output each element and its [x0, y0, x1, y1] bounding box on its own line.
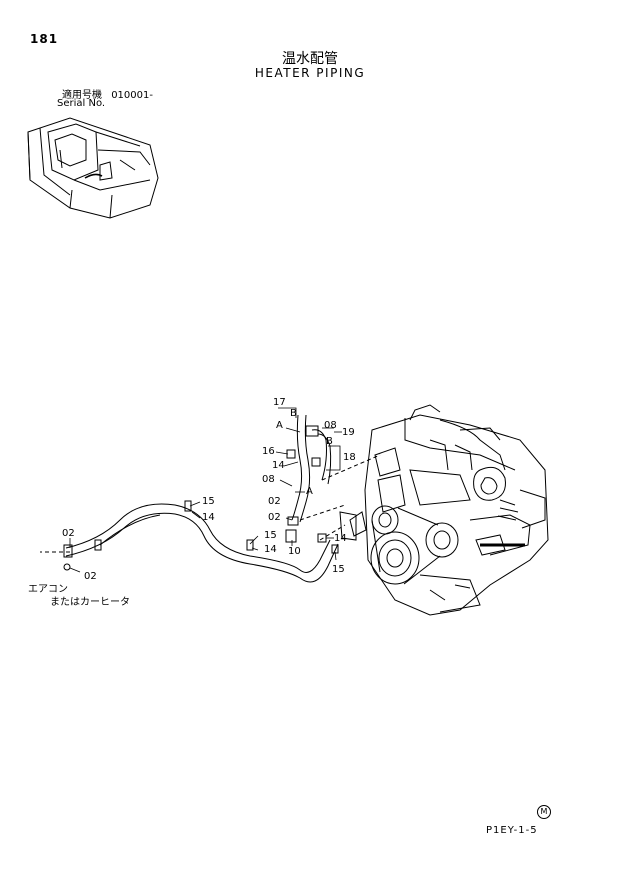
callout-18: 18	[343, 452, 356, 463]
callout-08-mid: 08	[262, 474, 275, 485]
note-aircon: エアコン	[28, 584, 68, 595]
title-english: HEATER PIPING	[254, 66, 366, 80]
serial-label-jp: 適用号機	[62, 90, 102, 101]
serial-applicability: 適用号機 010001-	[62, 86, 153, 101]
callout-15-bottom: 15	[332, 564, 345, 575]
excavator-thumbnail	[27, 117, 159, 219]
callout-16: 16	[262, 446, 275, 457]
callout-14-upper: 14	[272, 460, 285, 471]
callout-02-left: 02	[62, 528, 75, 539]
serial-value: 010001-	[111, 90, 153, 101]
callout-a-top: A	[276, 420, 283, 431]
note-car-heater: またはカーヒータ	[50, 597, 130, 608]
callout-b-top: B	[290, 408, 297, 419]
callout-15-upper: 15	[202, 496, 215, 507]
callout-08-top: 08	[324, 420, 337, 431]
callout-10: 10	[288, 546, 301, 557]
title-japanese: 温水配管	[282, 51, 338, 67]
callout-02-right: 02	[268, 512, 281, 523]
callout-19: 19	[342, 427, 355, 438]
engine-assembly	[339, 404, 549, 616]
callout-15-mid: 15	[264, 530, 277, 541]
callout-b-mid: B	[326, 436, 333, 447]
callout-14-bottom: 14	[264, 544, 277, 555]
callout-14-left: 14	[202, 512, 215, 523]
callout-02-bottom: 02	[84, 571, 97, 582]
callout-a-mid: A	[306, 486, 313, 497]
figure-code: P1EY-1-5	[486, 825, 538, 836]
callout-17: 17	[273, 397, 286, 408]
callout-02-mid: 02	[268, 496, 281, 507]
leader-lines	[69, 407, 342, 573]
callout-14-right: 14	[334, 533, 347, 544]
serial-label-en: Serial No.	[57, 98, 106, 109]
page-number: 181	[30, 32, 59, 46]
m-mark-icon: M	[537, 805, 551, 819]
